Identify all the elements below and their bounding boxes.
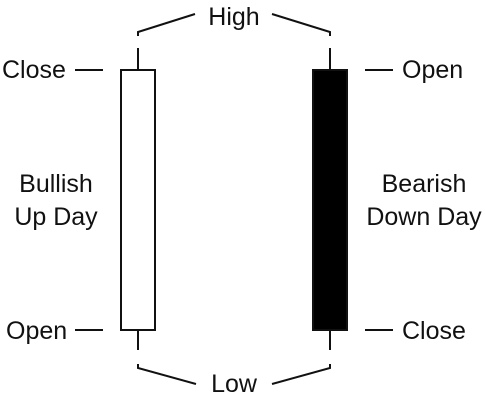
bullish-close-tag: Close [2,56,66,84]
bearish-close-tag: Close [402,317,466,345]
bearish-candle-body [312,69,348,331]
bearish-candle [312,48,348,350]
low-label: Low [211,370,258,398]
low-bracket-right-line [271,364,331,385]
bullish-candle [120,48,156,350]
high-label: High [208,3,259,31]
high-bracket-left-line [137,13,196,36]
bearish-label-line2: Down Day [366,203,482,231]
high-bracket-right-line [271,13,331,36]
bullish-label-line2: Up Day [14,203,98,231]
bearish-open-tag: Open [402,56,463,84]
bullish-label-line1: Bullish [19,170,93,198]
bearish-label-line1: Bearish [382,170,467,198]
bullish-open-tag: Open [6,317,67,345]
high-bracket [137,13,331,36]
bullish-candle-body [120,69,156,331]
low-bracket [137,364,331,385]
low-bracket-left-line [137,364,197,385]
